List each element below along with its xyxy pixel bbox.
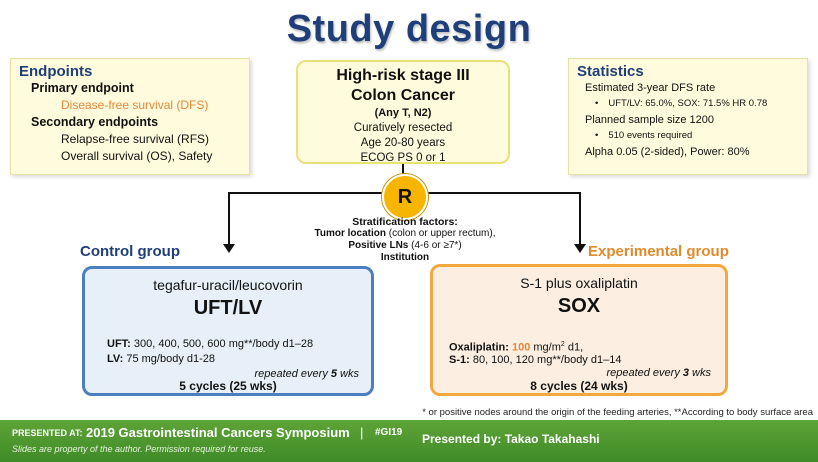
randomization-circle: R xyxy=(382,174,428,220)
footer-rights: Slides are property of the author. Permi… xyxy=(12,444,266,454)
stats-sample-size: Planned sample size 1200 xyxy=(585,114,715,126)
footer-presented-at: PRESENTED AT: xyxy=(12,428,83,438)
arrow-right-head xyxy=(574,244,586,253)
stratification-heading: Stratification factors: xyxy=(352,216,458,228)
experimental-regimen-name: SOX xyxy=(557,295,601,317)
primary-endpoint-heading: Primary endpoint xyxy=(31,81,134,95)
slide-title: Study design xyxy=(286,8,532,50)
footer-presenter: Presented by: Takao Takahashi xyxy=(422,432,600,446)
stats-alpha-power: Alpha 0.05 (2-sided), Power: 80% xyxy=(585,146,750,158)
secondary-endpoint-os: Overall survival (OS), Safety xyxy=(61,149,213,163)
strat-tumor-location: Tumor location (colon or upper rectum), xyxy=(314,228,496,239)
statistics-box: Statistics Estimated 3-year DFS rate UFT… xyxy=(568,58,808,175)
control-arm-box: tegafur-uracil/leucovorin UFT/LV UFT: 30… xyxy=(82,266,374,396)
population-disease: Colon Cancer xyxy=(350,87,455,104)
control-cycles: 5 cycles (25 wks) xyxy=(179,379,277,393)
control-regimen-name: UFT/LV xyxy=(193,297,263,319)
control-dose-lv: LV: 75 mg/body d1-28 xyxy=(107,353,216,365)
control-subtitle: tegafur-uracil/leucovorin xyxy=(153,277,303,293)
experimental-repeat: repeated every 3 wks xyxy=(606,367,711,379)
experimental-arm-box: S-1 plus oxaliplatin SOX Oxaliplatin: 10… xyxy=(430,264,728,396)
control-repeat: repeated every 5 wks xyxy=(254,368,359,380)
stats-dfs-values: UFT/LV: 65.0%, SOX: 71.5% HR 0.78 xyxy=(577,96,799,112)
footer-symposium: 2019 Gastrointestinal Cancers Symposium xyxy=(86,425,350,440)
connector-right-down xyxy=(579,192,581,244)
population-stage: High-risk stage III xyxy=(336,67,470,84)
control-dose-uft: UFT: 300, 400, 500, 600 mg**/body d1–28 xyxy=(107,338,314,350)
population-tn: (Any T, N2) xyxy=(374,107,432,119)
experimental-dose-s1: S-1: 80, 100, 120 mg**/body d1–14 xyxy=(449,354,622,366)
population-ecog: ECOG PS 0 or 1 xyxy=(360,152,446,164)
stats-dfs-rate: Estimated 3-year DFS rate xyxy=(585,82,716,94)
strat-institution: Institution xyxy=(380,252,430,263)
experimental-dose-oxaliplatin: Oxaliplatin: 100 mg/m2 d1, xyxy=(449,341,584,354)
experimental-cycles: 8 cycles (24 wks) xyxy=(530,379,628,393)
experimental-group-label: Experimental group xyxy=(588,243,729,260)
footer-banner: PRESENTED AT: 2019 Gastrointestinal Canc… xyxy=(0,420,818,462)
arrow-left-head xyxy=(223,244,235,253)
secondary-endpoints-heading: Secondary endpoints xyxy=(31,115,159,129)
footnote: * or positive nodes around the origin of… xyxy=(422,407,813,418)
strat-positive-lns: Positive LNs (4-6 or ≥7*) xyxy=(348,240,462,251)
secondary-endpoint-rfs: Relapse-free survival (RFS) xyxy=(61,132,210,146)
endpoints-heading: Endpoints xyxy=(19,63,93,80)
primary-endpoint-value: Disease-free survival (DFS) xyxy=(61,98,209,112)
stratification-factors: Stratification factors: Tumor location (… xyxy=(300,216,510,264)
statistics-heading: Statistics xyxy=(577,63,644,80)
endpoints-box: Endpoints Primary endpoint Disease-free … xyxy=(10,58,250,175)
experimental-subtitle: S-1 plus oxaliplatin xyxy=(520,275,638,291)
footer-hashtag: #GI19 xyxy=(375,427,403,438)
population-box: High-risk stage III Colon Cancer (Any T,… xyxy=(296,60,510,164)
population-age: Age 20-80 years xyxy=(360,137,446,149)
control-group-label: Control group xyxy=(80,243,180,260)
connector-left-down xyxy=(228,192,230,244)
stats-events: 510 events required xyxy=(577,128,799,144)
footer-separator: | xyxy=(360,425,364,440)
connector-vertical-top xyxy=(402,164,404,176)
population-resection: Curatively resected xyxy=(353,122,453,134)
